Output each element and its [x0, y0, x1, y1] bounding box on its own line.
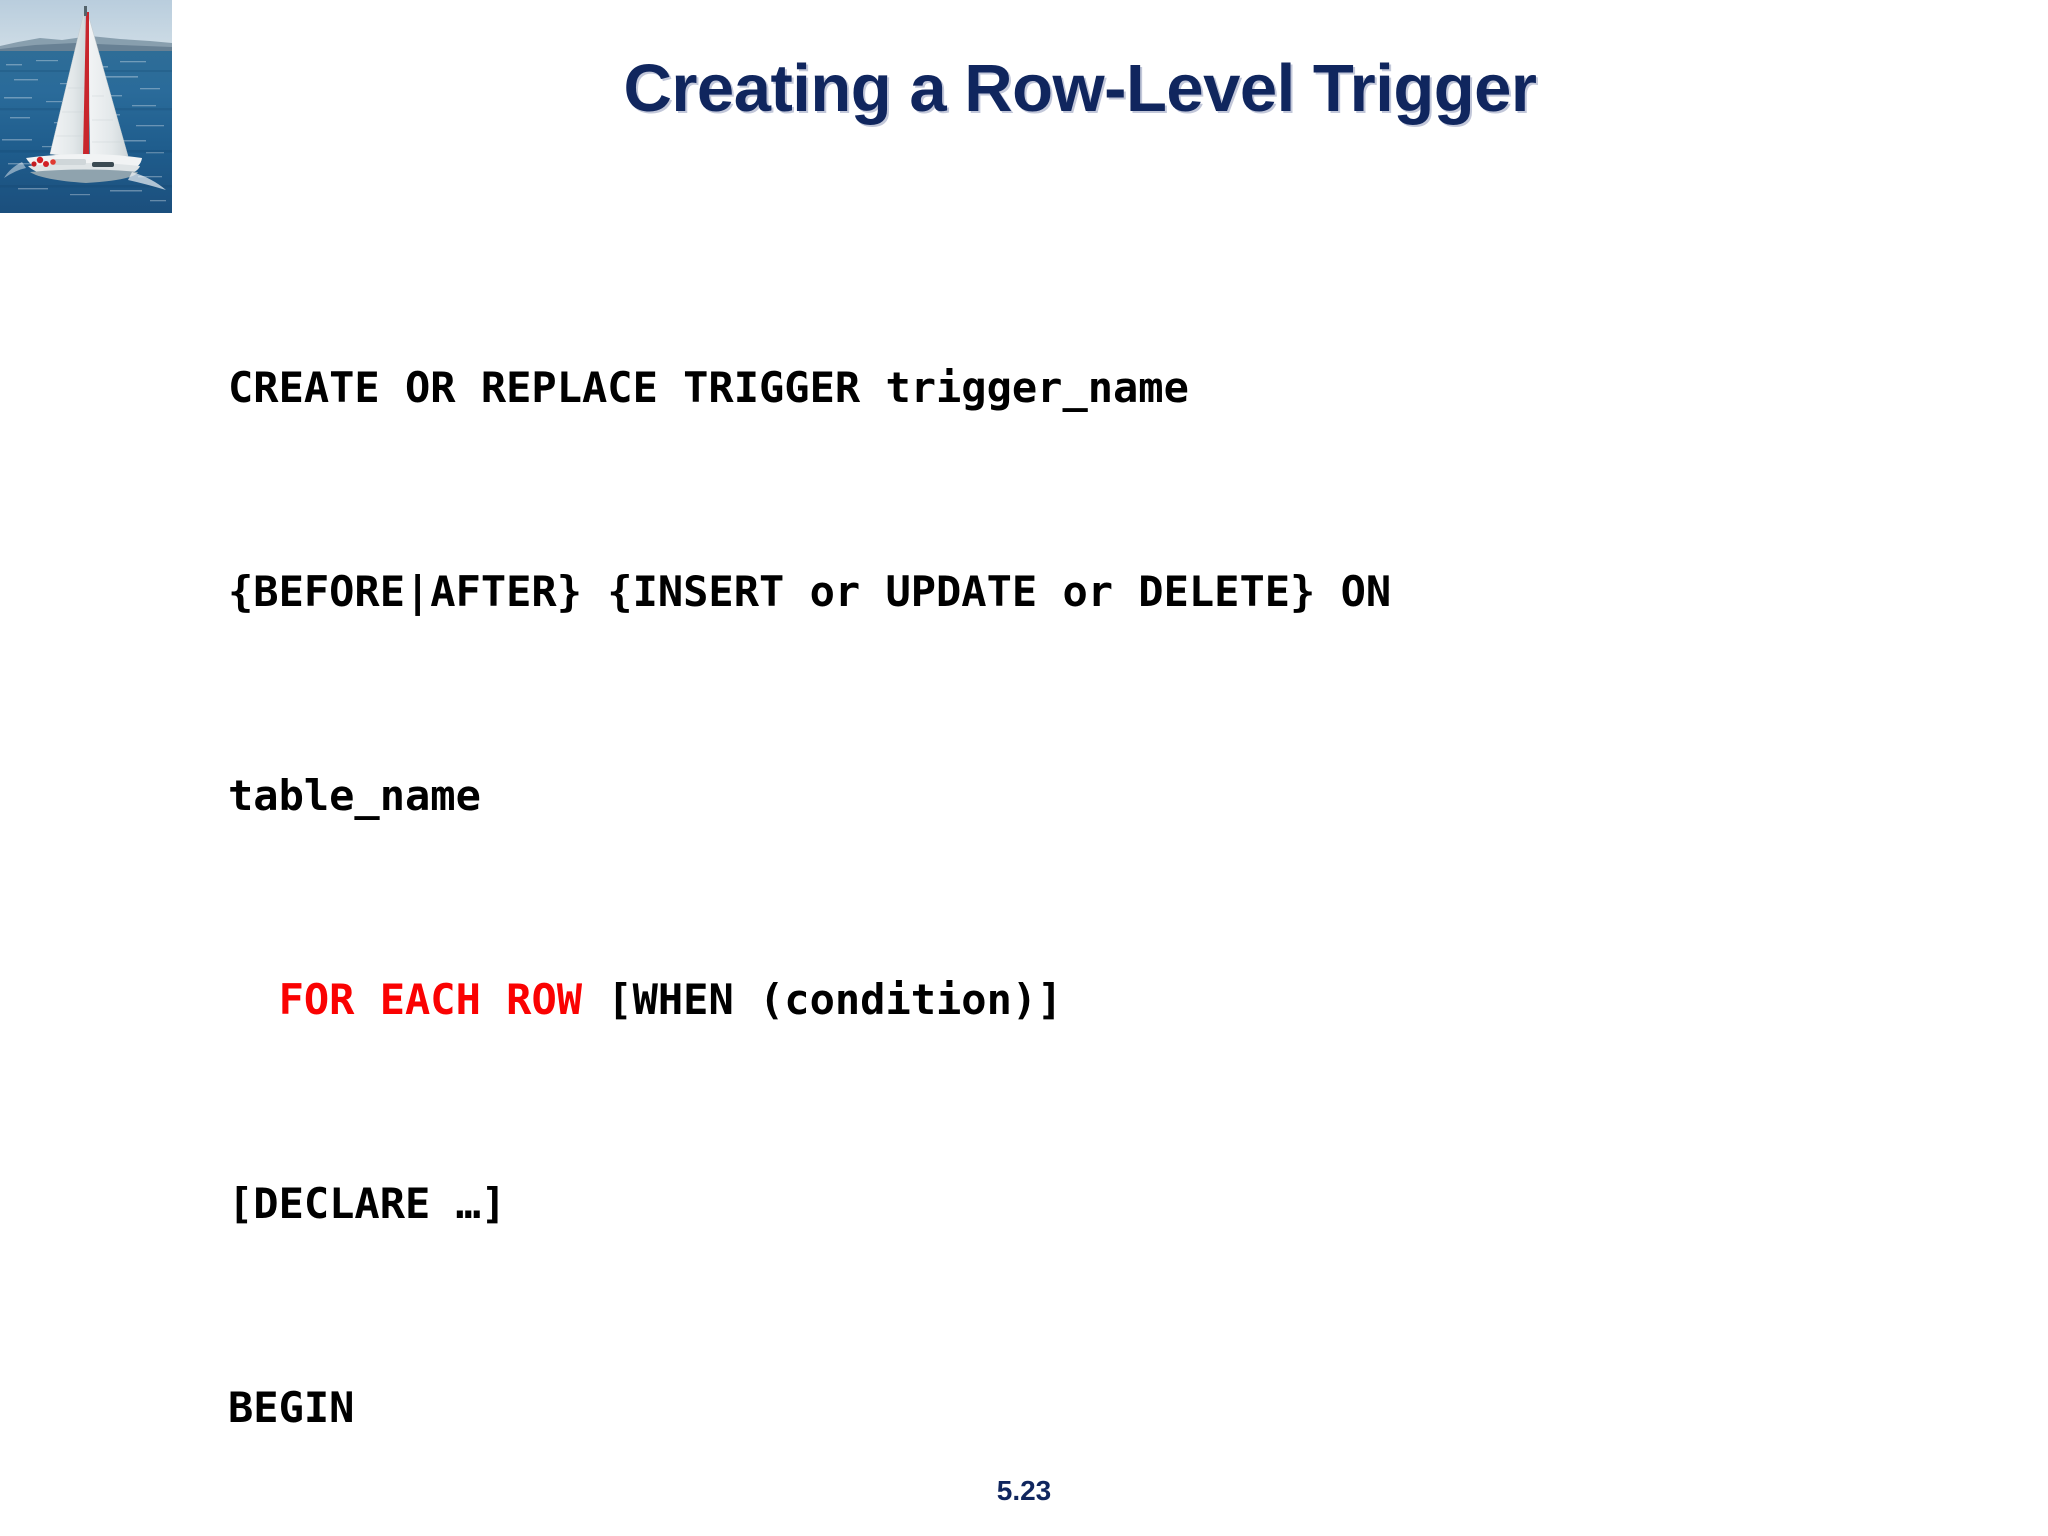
- code-indent: [228, 975, 279, 1024]
- code-line: BEGIN: [228, 1383, 355, 1432]
- sailboat-photo-graphic: [0, 0, 172, 213]
- code-line: {BEFORE|AFTER} {INSERT or UPDATE or DELE…: [228, 567, 1392, 616]
- when-condition-clause: [WHEN (condition)]: [582, 975, 1063, 1024]
- code-block: CREATE OR REPLACE TRIGGER trigger_name {…: [228, 218, 1928, 1536]
- code-line: CREATE OR REPLACE TRIGGER trigger_name: [228, 363, 1189, 412]
- page-number: 5.23: [996, 1475, 1052, 1506]
- code-line-for-each-row: FOR EACH ROW [WHEN (condition)]: [228, 966, 1928, 1034]
- code-line: [DECLARE …]: [228, 1179, 507, 1228]
- sailboat-photo: [0, 0, 172, 213]
- page-title: Creating a Row-Level Trigger: [623, 51, 1537, 126]
- code-line: table_name: [228, 771, 481, 820]
- for-each-row-keyword: FOR EACH ROW: [278, 975, 583, 1024]
